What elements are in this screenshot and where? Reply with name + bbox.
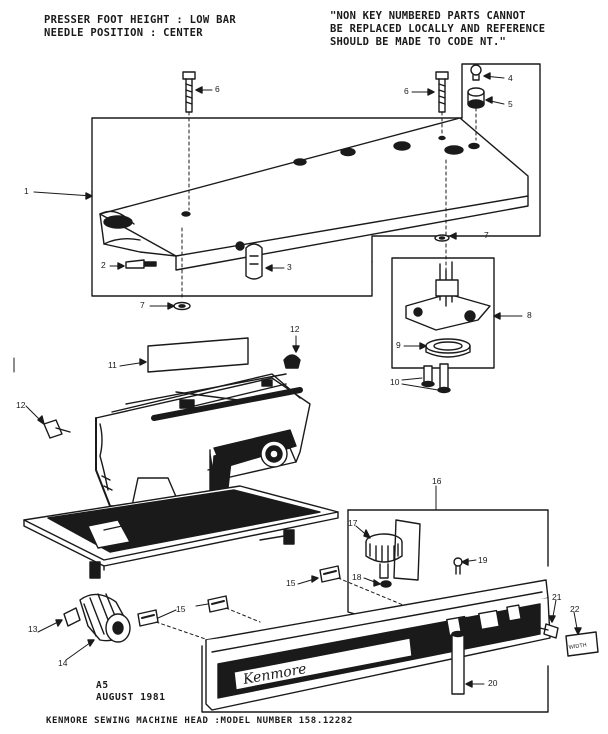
badge-15-center	[207, 595, 229, 613]
badge-15-right	[319, 565, 341, 583]
parts-note-line-1: "NON KEY NUMBERED PARTS CANNOT	[330, 10, 526, 22]
callout-5: 5	[508, 99, 513, 109]
callout-19: 19	[478, 555, 488, 565]
callout-15-center: 15	[176, 604, 186, 614]
parts-note-line-3: SHOULD BE MADE TO CODE NT."	[330, 36, 507, 48]
ring-9	[425, 338, 471, 354]
screw-10-right	[439, 363, 449, 391]
callout-9: 9	[396, 340, 401, 350]
callout-1: 1	[24, 186, 29, 196]
cover-group-bracket	[91, 117, 463, 193]
callout-18: 18	[352, 572, 362, 582]
latch-3	[245, 243, 263, 280]
callout-6-right: 6	[404, 86, 409, 96]
plug-12-top	[283, 354, 301, 369]
callout-22: 22	[570, 604, 580, 614]
parts-note-line-2: BE REPLACED LOCALLY AND REFERENCE	[330, 23, 546, 35]
brand-plate	[233, 637, 413, 691]
version-date: AUGUST 1981	[96, 692, 166, 703]
mechanism-8-bracket	[391, 257, 495, 369]
screw-4	[470, 64, 482, 76]
callout-13: 13	[28, 624, 38, 634]
callout-6-left: 6	[215, 84, 220, 94]
label-strip-11	[147, 337, 249, 373]
screw-19	[453, 557, 463, 567]
callout-11: 11	[108, 360, 117, 370]
screw-21	[543, 623, 559, 639]
callout-3: 3	[287, 262, 292, 272]
callout-21: 21	[552, 592, 562, 602]
callout-4: 4	[508, 73, 513, 83]
screw-13	[63, 607, 81, 627]
callout-7-right: 7	[484, 230, 489, 240]
version-code: A5	[96, 680, 109, 691]
needle-position-label: NEEDLE POSITION : CENTER	[44, 27, 203, 39]
callout-16: 16	[432, 476, 442, 486]
plug-12-left	[43, 419, 63, 439]
badge-22-text: WIDTH	[568, 643, 587, 651]
screw-6-left	[182, 71, 196, 80]
callout-2: 2	[101, 260, 106, 270]
badge-22	[565, 631, 599, 657]
presser-foot-height-label: PRESSER FOOT HEIGHT : LOW BAR	[44, 14, 237, 26]
screw-6-right	[435, 71, 449, 80]
badge-15-left	[137, 609, 159, 627]
callout-15-right: 15	[286, 578, 296, 588]
callout-14: 14	[58, 658, 68, 668]
callout-20: 20	[488, 678, 498, 688]
callout-8: 8	[527, 310, 532, 320]
pin-20	[451, 633, 465, 695]
bushing-5	[467, 87, 485, 97]
screw-2	[125, 259, 145, 269]
callout-7-left: 7	[140, 300, 145, 310]
diagram-caption: KENMORE SEWING MACHINE HEAD :MODEL NUMBE…	[46, 716, 353, 726]
part-18	[380, 580, 392, 588]
callout-17: 17	[348, 518, 358, 528]
callout-12-left: 12	[16, 400, 26, 410]
callout-10: 10	[390, 377, 400, 387]
callout-12-top: 12	[290, 324, 300, 334]
